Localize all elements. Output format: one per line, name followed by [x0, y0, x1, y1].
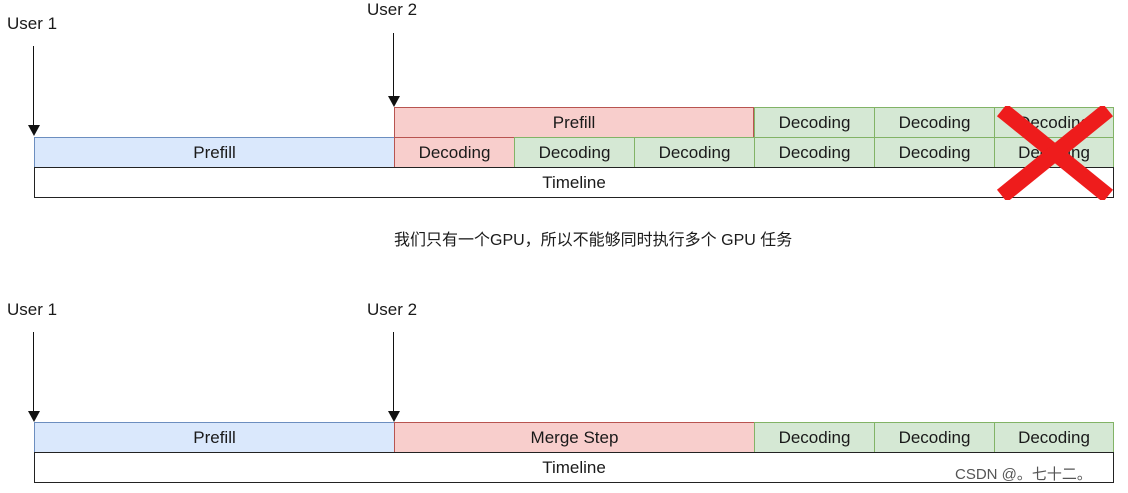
top-user1-arrow-head: [28, 125, 40, 136]
bottom-merge-step-block: Merge Step: [394, 422, 755, 453]
top-user1-arrow-shaft: [33, 46, 34, 126]
csdn-watermark: CSDN @。七十二。: [955, 466, 1092, 483]
top-user1-label: User 1: [7, 14, 58, 33]
top-prefill-user1-block: Prefill: [34, 137, 395, 168]
top-prefill-user2-block: Prefill: [394, 107, 754, 138]
bottom-decoding-2: Decoding: [874, 422, 995, 453]
top-user2-arrow-head: [388, 96, 400, 107]
top-user2-label: User 2: [367, 0, 418, 19]
top-user2-arrow-shaft: [393, 33, 394, 97]
top-decoding-upper-2: Decoding: [874, 107, 995, 138]
bottom-user2-label: User 2: [367, 300, 418, 319]
bottom-timeline-bar: Timeline: [34, 452, 1114, 483]
bottom-user2-arrow-head: [388, 411, 400, 422]
top-decoding-lower-1: Decoding: [394, 137, 515, 168]
top-decoding-lower-2: Decoding: [514, 137, 635, 168]
bottom-decoding-1: Decoding: [754, 422, 875, 453]
top-decoding-lower-5: Decoding: [874, 137, 995, 168]
bottom-user1-label: User 1: [7, 300, 58, 319]
bottom-prefill-block: Prefill: [34, 422, 395, 453]
top-diagram: User 1 User 2 Prefill Decoding Decoding …: [0, 0, 1128, 210]
gpu-caption: 我们只有一个GPU，所以不能够同时执行多个 GPU 任务: [394, 232, 793, 249]
cross-mark-icon: [996, 106, 1114, 200]
top-decoding-lower-3: Decoding: [634, 137, 755, 168]
top-timeline-bar: Timeline: [34, 167, 1114, 198]
top-decoding-upper-1: Decoding: [754, 107, 875, 138]
bottom-diagram: User 1 User 2 Prefill Merge Step Decodin…: [0, 290, 1128, 493]
bottom-decoding-3: Decoding: [994, 422, 1114, 453]
top-decoding-lower-4: Decoding: [754, 137, 875, 168]
bottom-user2-arrow-shaft: [393, 332, 394, 412]
bottom-user1-arrow-head: [28, 411, 40, 422]
bottom-user1-arrow-shaft: [33, 332, 34, 412]
